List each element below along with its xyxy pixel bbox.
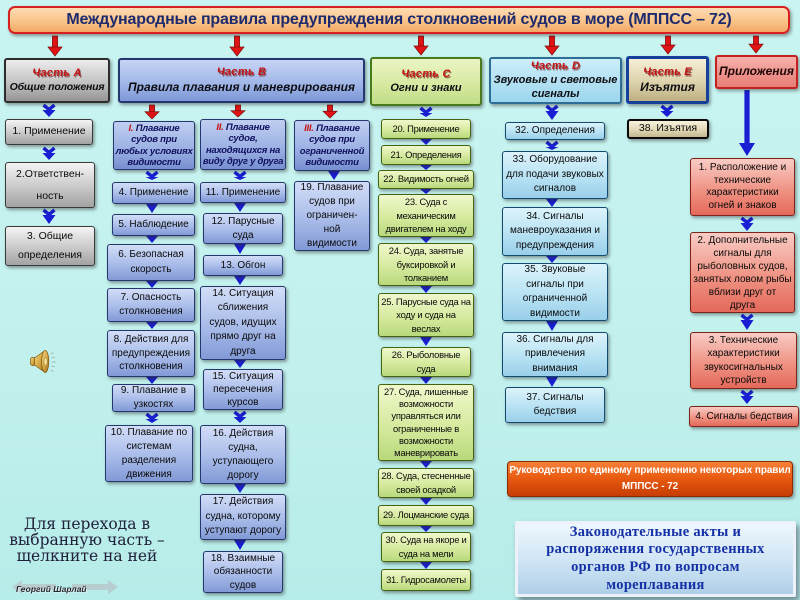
rule-22[interactable]: 22. Видимость огней: [378, 170, 474, 189]
rule-32[interactable]: 32. Определения: [505, 122, 605, 140]
rule-29[interactable]: 29. Лоцманские суда: [378, 505, 474, 526]
rule-20[interactable]: 20. Применение: [381, 119, 471, 139]
part-a-subtitle: Общие положения: [9, 81, 105, 94]
section-b1-header[interactable]: I. Плавание судов при любых условиях вид…: [113, 121, 195, 170]
rule-18[interactable]: 18. Взаимные обязанности судов: [203, 551, 283, 593]
watermark-text: Георгий Шарлай: [16, 584, 87, 594]
part-d-subtitle: Звуковые и световые сигналы: [493, 74, 618, 100]
rule-8[interactable]: 8. Действия для предупреждения столкнове…: [107, 330, 195, 377]
appendix-4[interactable]: 4. Сигналы бедствия: [689, 406, 799, 427]
author-watermark: Георгий Шарлай: [12, 580, 118, 594]
rule-15[interactable]: 15. Ситуация пересечения курсов: [203, 369, 283, 410]
header-part-e[interactable]: Часть Е Изъятия: [626, 56, 709, 104]
appendix-3[interactable]: 3. Технические характеристики звукосигна…: [690, 332, 797, 389]
rule-25[interactable]: 25. Парусные суда на ходу и суда на весл…: [378, 293, 474, 337]
rule-14[interactable]: 14. Ситуация сближения судов, идущих пря…: [200, 286, 286, 360]
part-c-label: Часть С: [401, 67, 451, 80]
part-e-label: Часть Е: [643, 65, 692, 78]
rule-5[interactable]: 5. Наблюдение: [112, 214, 195, 236]
rule-38[interactable]: 38. Изъятия: [627, 119, 709, 139]
rule-13[interactable]: 13. Обгон: [203, 255, 283, 276]
header-part-b[interactable]: Часть В Правила плавания и маневрировани…: [118, 58, 365, 103]
section-b2-title: II. Плавание судов, находящихся на виду …: [202, 122, 284, 167]
rule-12[interactable]: 12. Парусные суда: [203, 213, 283, 244]
title-banner: Международные правила предупреждения сто…: [8, 6, 790, 34]
rule-6[interactable]: 6. Безопасная скорость: [107, 244, 195, 281]
rule-10[interactable]: 10. Плавание по системам разделения движ…: [105, 425, 193, 482]
section-b1-title: I. Плавание судов при любых условиях вид…: [115, 123, 193, 168]
part-b-label: Часть В: [216, 66, 267, 79]
rule-27[interactable]: 27. Суда, лишенные возможности управлять…: [378, 384, 474, 461]
rule-19[interactable]: 19. Плавание судов при ограничен- ной ви…: [294, 181, 370, 251]
guidance-box[interactable]: Руководство по единому применению некото…: [507, 461, 793, 497]
navigation-instruction: Для перехода в выбранную часть – щелкнит…: [9, 515, 165, 565]
rule-17[interactable]: 17. Действия судна, которому уступают до…: [200, 494, 286, 540]
rule-24[interactable]: 24. Суда, занятые буксировкой и толкание…: [378, 243, 474, 286]
part-e-subtitle: Изъятия: [640, 79, 695, 94]
part-b-subtitle: Правила плавания и маневрирования: [127, 80, 355, 95]
rule-34[interactable]: 34. Сигналы маневроуказания и предупрежд…: [502, 207, 608, 256]
rule-23[interactable]: 23. Суда с механическим двигателем на хо…: [378, 194, 474, 237]
header-part-c[interactable]: Часть С Огни и знаки: [370, 57, 482, 106]
speaker-icon[interactable]: [29, 347, 57, 375]
section-b2-header[interactable]: II. Плавание судов, находящихся на виду …: [200, 119, 286, 170]
rule-28[interactable]: 28. Суда, стесненные своей осадкой: [378, 468, 474, 498]
rule-26[interactable]: 26. Рыболовные суда: [381, 347, 471, 377]
appendix-2[interactable]: 2. Дополнительные сигналы для рыболовных…: [690, 232, 795, 313]
rule-36[interactable]: 36. Сигналы для привлечения внимания: [502, 332, 608, 377]
header-part-a[interactable]: Часть А Общие положения: [4, 58, 110, 103]
appendix-1[interactable]: 1. Расположение и технические характерис…: [690, 158, 795, 216]
part-a-label: Часть А: [32, 67, 82, 80]
part-c-subtitle: Огни и знаки: [390, 82, 462, 94]
rule-30[interactable]: 30. Суда на якоре и суда на мели: [381, 532, 471, 562]
rule-7[interactable]: 7. Опасность столкновения: [107, 288, 195, 322]
section-b3-header[interactable]: III. Плавание судов при ограниченной вид…: [294, 120, 370, 171]
rule-21[interactable]: 21. Определения: [381, 145, 471, 165]
rule-11[interactable]: 11. Применение: [200, 182, 286, 203]
legal-acts-box[interactable]: Законодательные акты и распоряжения госу…: [515, 521, 796, 597]
rule-3[interactable]: 3. Общие определения: [5, 226, 95, 266]
rule-4[interactable]: 4. Применение: [112, 182, 195, 204]
part-d-label: Часть D: [530, 60, 581, 73]
rule-2[interactable]: 2.Ответствен- ность: [5, 162, 95, 208]
rule-1[interactable]: 1. Применение: [5, 119, 93, 145]
header-part-d[interactable]: Часть D Звуковые и световые сигналы: [489, 57, 622, 104]
rule-16[interactable]: 16. Действия судна, уступающего дорогу: [200, 425, 286, 484]
rule-9[interactable]: 9. Плавание в узкостях: [112, 384, 195, 412]
rule-31[interactable]: 31. Гидросамолеты: [381, 569, 471, 591]
header-appendices[interactable]: Приложения: [715, 55, 798, 89]
section-b3-title: III. Плавание судов при ограниченной вид…: [299, 123, 365, 168]
rule-35[interactable]: 35. Звуковые сигналы при ограниченной ви…: [502, 263, 608, 321]
rule-33[interactable]: 33. Оборудование для подачи звуковых сиг…: [502, 151, 608, 199]
rule-37[interactable]: 37. Сигналы бедствия: [505, 387, 605, 423]
